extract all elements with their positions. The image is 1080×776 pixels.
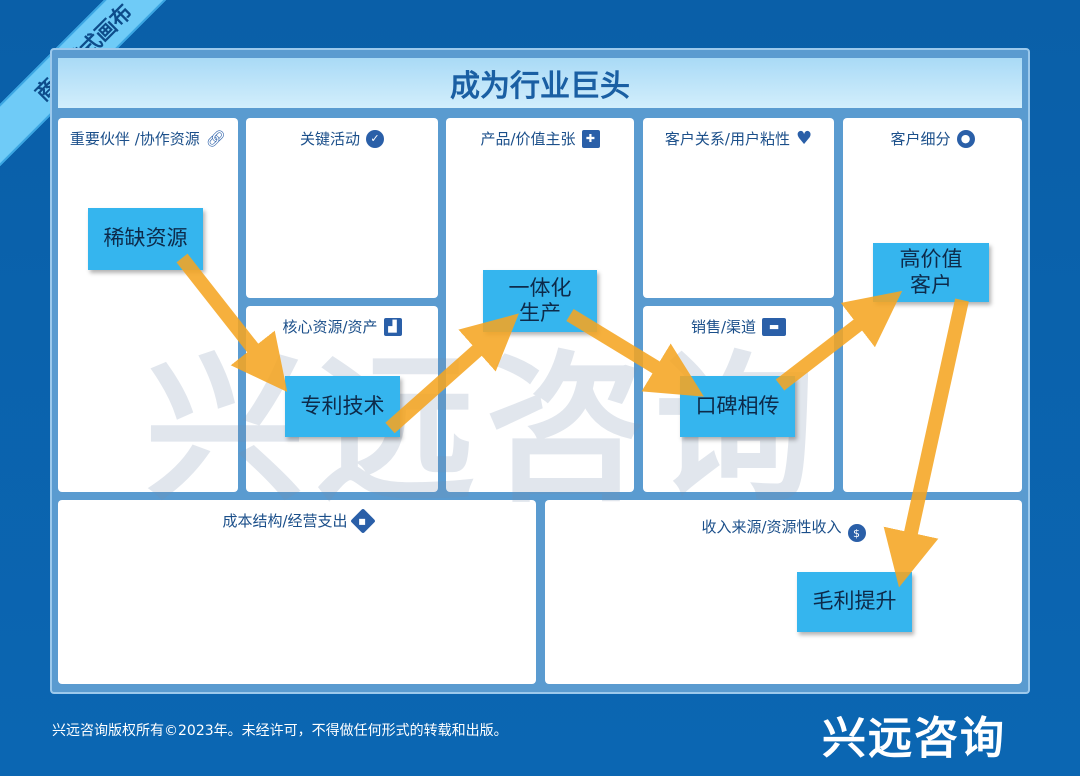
block-label: 成本结构/经营支出 [222, 512, 348, 530]
arrow-3 [566, 309, 704, 397]
sticky-note-scarce: 稀缺资源 [88, 208, 203, 270]
brand-logo: 兴远咨询 [822, 713, 1006, 764]
heart-icon: ♥ [795, 128, 813, 149]
check-circle-icon: ✓ [366, 129, 384, 148]
copyright-footer: 兴远咨询版权所有©2023年。未经许可，不得做任何形式的转载和出版。 [52, 723, 508, 739]
block-relationships: 客户关系/用户粘性 ♥ [643, 118, 834, 298]
block-costs: 成本结构/经营支出◆ [58, 500, 536, 684]
block-label: 产品/价值主张 [480, 130, 576, 148]
sticky-note-patent: 专利技术 [285, 376, 400, 437]
page-title: 成为行业巨头 [450, 69, 630, 104]
block-label: 客户细分 [890, 130, 951, 148]
block-activities: 关键活动 ✓ [246, 118, 438, 298]
block-label: 客户关系/用户粘性 [664, 130, 790, 148]
arrow-5 [883, 298, 969, 588]
block-label: 销售/渠道 [690, 318, 757, 336]
block-revenue: 收入来源/资源性收入 $ [545, 500, 1022, 684]
block-label: 收入来源/资源性收入 [701, 517, 842, 536]
money-bag-icon: $ [847, 524, 866, 542]
arrow-2 [385, 313, 519, 434]
factory-icon: ▟ [383, 317, 402, 336]
block-label: 核心资源/资产 [282, 318, 378, 336]
user-head-icon: ● [956, 129, 975, 148]
truck-icon: ▬ [762, 317, 787, 336]
arrow-4 [775, 290, 903, 391]
title-bar: 成为行业巨头 [58, 58, 1022, 108]
block-label: 关键活动 [299, 130, 360, 148]
gift-icon: ✚ [581, 129, 600, 148]
block-partners: 重要伙伴 /协作资源 🔗︎ [58, 118, 238, 492]
block-label: 重要伙伴 /协作资源 [69, 130, 200, 148]
arrow-1 [176, 253, 288, 393]
link-icon: 🔗︎ [205, 129, 227, 148]
